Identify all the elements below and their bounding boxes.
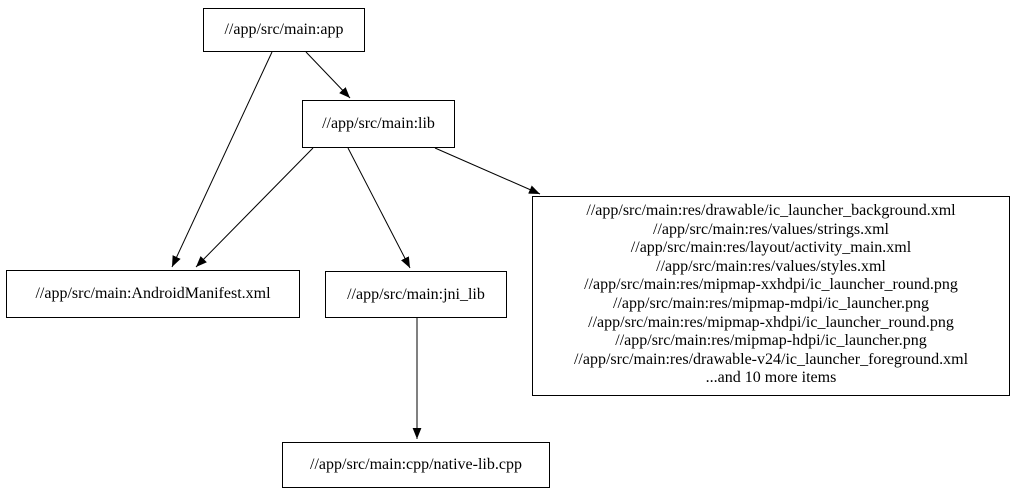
resource-line: //app/src/main:res/mipmap-xhdpi/ic_launc… — [588, 313, 954, 331]
node-native-lib-cpp: //app/src/main:cpp/native-lib.cpp — [282, 442, 550, 488]
edge-lib-to-jni-lib — [347, 147, 411, 269]
node-android-manifest: //app/src/main:AndroidManifest.xml — [6, 270, 300, 318]
node-jni-lib-label: //app/src/main:jni_lib — [347, 285, 485, 303]
resource-line: //app/src/main:res/mipmap-xxhdpi/ic_laun… — [584, 276, 958, 294]
resource-line: //app/src/main:res/drawable/ic_launcher_… — [586, 202, 956, 219]
edge-app-to-lib — [305, 51, 351, 99]
resource-line: //app/src/main:res/values/styles.xml — [656, 257, 886, 275]
resource-line: //app/src/main:res/values/strings.xml — [653, 220, 889, 238]
node-jni-lib: //app/src/main:jni_lib — [325, 271, 507, 318]
resource-line: //app/src/main:res/layout/activity_main.… — [630, 239, 912, 257]
resource-line: //app/src/main:res/mipmap-hdpi/ic_launch… — [615, 332, 927, 350]
resource-line: //app/src/main:res/mipmap-mdpi/ic_launch… — [613, 294, 929, 312]
node-app: //app/src/main:app — [203, 8, 365, 52]
edge-app-to-manifest — [171, 51, 273, 268]
edge-lib-to-manifest — [195, 147, 314, 268]
node-lib-label: //app/src/main:lib — [322, 115, 435, 132]
node-lib: //app/src/main:lib — [302, 100, 455, 148]
node-resources-group: //app/src/main:res/drawable/ic_launcher_… — [532, 196, 1010, 396]
node-android-manifest-label: //app/src/main:AndroidManifest.xml — [35, 285, 271, 302]
node-app-label: //app/src/main:app — [224, 21, 344, 38]
resource-line: //app/src/main:res/drawable-v24/ic_launc… — [573, 350, 969, 368]
resource-line: ...and 10 more items — [705, 369, 837, 387]
edge-lib-to-resources — [434, 147, 541, 195]
node-native-lib-cpp-label: //app/src/main:cpp/native-lib.cpp — [310, 456, 522, 473]
